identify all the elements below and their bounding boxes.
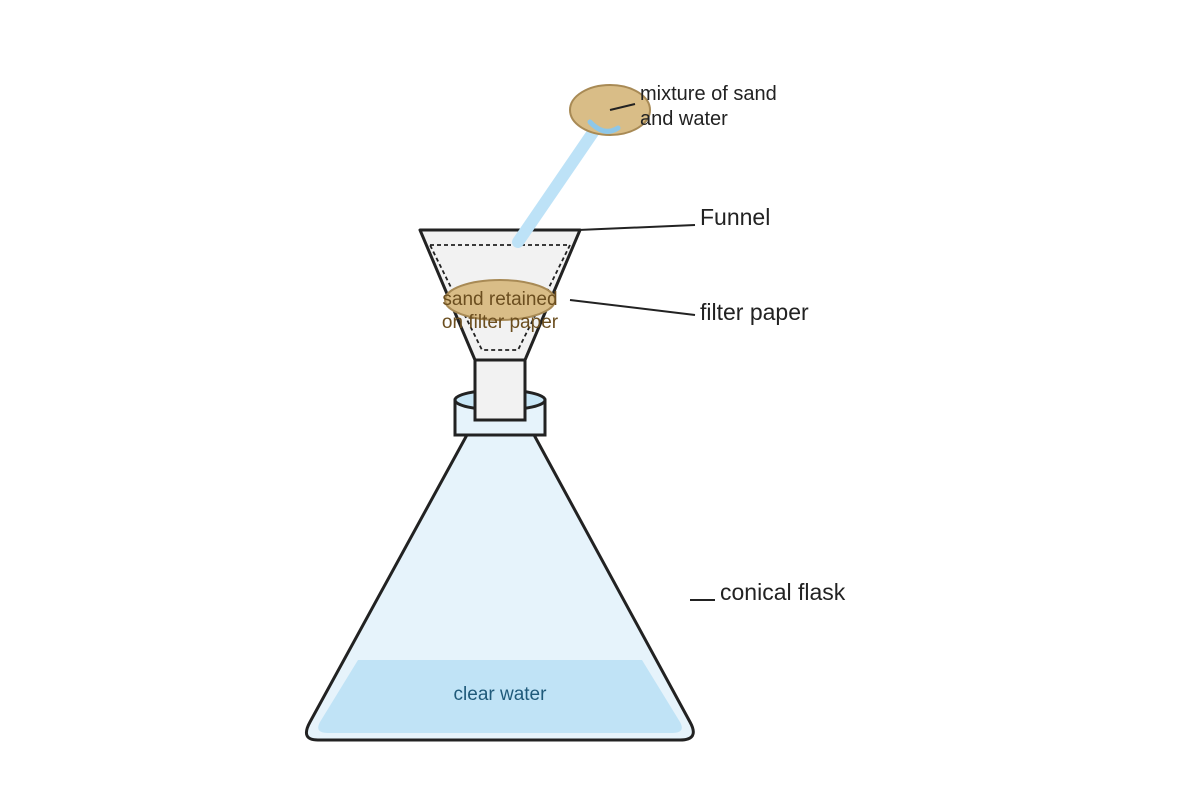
sand-retained-label-line1: sand retained [442, 289, 557, 310]
filter-paper-label: filter paper [700, 299, 809, 325]
sand-retained [444, 279, 556, 321]
filter-paper-leader-line [569, 299, 696, 316]
mixture-label-line1: mixture of sand [640, 83, 777, 105]
funnel-stem [473, 356, 527, 422]
conical-flask-label: conical flask [720, 579, 846, 605]
pouring-stream [512, 122, 602, 248]
clear-water-region [318, 660, 682, 733]
mixture-leader-line [609, 103, 636, 111]
clear-water-label: clear water [454, 684, 548, 705]
funnel-label: Funnel [700, 204, 770, 230]
mixture-water-curve [587, 119, 621, 134]
mixture-label-line2: and water [640, 108, 728, 130]
funnel-leader-line [577, 224, 696, 231]
sand-retained-label-line2: on filter paper [442, 312, 559, 333]
